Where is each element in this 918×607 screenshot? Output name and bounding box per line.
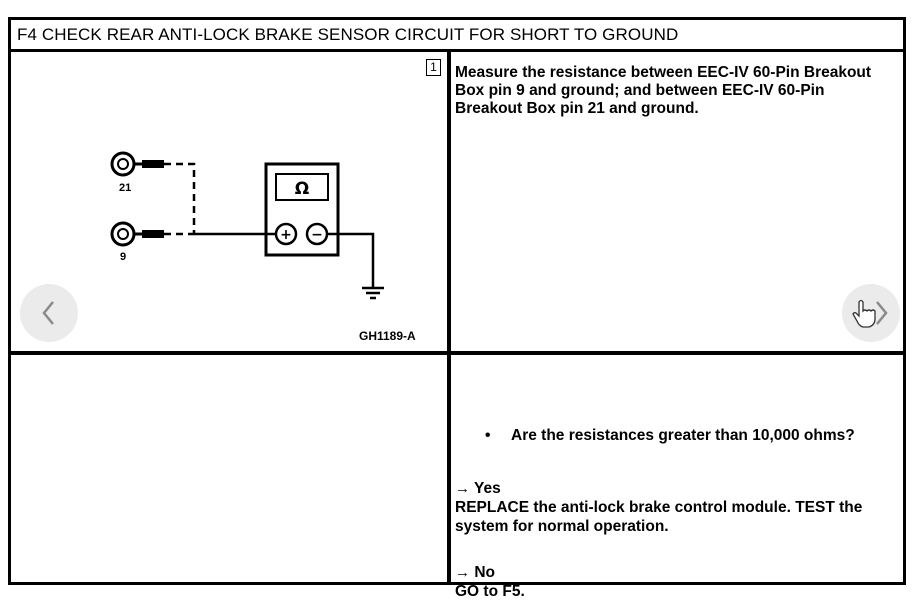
instruction-cell: Measure the resistance between EEC-IV 60… [451, 52, 903, 351]
arrow-right-icon: → [455, 564, 470, 581]
positive-terminal-symbol: + [280, 227, 292, 243]
no-action[interactable]: GO to F5. [455, 583, 525, 600]
diagram-cell: 1 21 9 [11, 52, 447, 351]
ohmmeter: Ω + − [264, 162, 340, 257]
ground-symbol [327, 232, 384, 300]
answer-no: → No GO to F5. [455, 563, 525, 601]
empty-cell [11, 355, 447, 582]
result-cell: • Are the resistances greater than 10,000… [451, 355, 903, 600]
positive-terminal [274, 222, 298, 246]
question-text: Are the resistances greater than 10,000 … [511, 427, 855, 444]
no-label: No [474, 564, 495, 581]
ohm-symbol: Ω [295, 179, 309, 199]
column-divider [447, 49, 451, 582]
chevron-right-icon [876, 301, 888, 325]
negative-terminal-symbol: − [311, 227, 323, 243]
question: • Are the resistances greater than 10,000… [485, 427, 855, 445]
yes-action: REPLACE the anti-lock brake control modu… [455, 499, 863, 535]
ohmmeter-diagram: 21 9 Ω + − [110, 151, 384, 300]
bullet: • [485, 427, 491, 444]
probe-leads [164, 162, 275, 236]
row-divider [11, 351, 903, 355]
next-button[interactable] [842, 284, 900, 342]
figure-code: GH1189-A [359, 329, 416, 343]
procedure-table: F4 CHECK REAR ANTI-LOCK BRAKE SENSOR CIR… [8, 17, 906, 600]
hand-pointer-icon [852, 299, 888, 328]
arrow-right-icon: → [455, 480, 470, 497]
chevron-left-icon [42, 301, 54, 325]
pin-9-label: 9 [120, 251, 126, 263]
page-title: F4 CHECK REAR ANTI-LOCK BRAKE SENSOR CIR… [11, 20, 903, 52]
pin-21-connector [110, 151, 164, 177]
step-number-box: 1 [426, 59, 441, 76]
instruction-text: Measure the resistance between EEC-IV 60… [455, 64, 872, 117]
pin-21-label: 21 [119, 182, 131, 194]
answer-yes: → Yes REPLACE the anti-lock brake contro… [455, 479, 895, 536]
previous-button[interactable] [20, 284, 78, 342]
yes-label: Yes [474, 480, 501, 497]
pin-9-connector [110, 221, 164, 247]
